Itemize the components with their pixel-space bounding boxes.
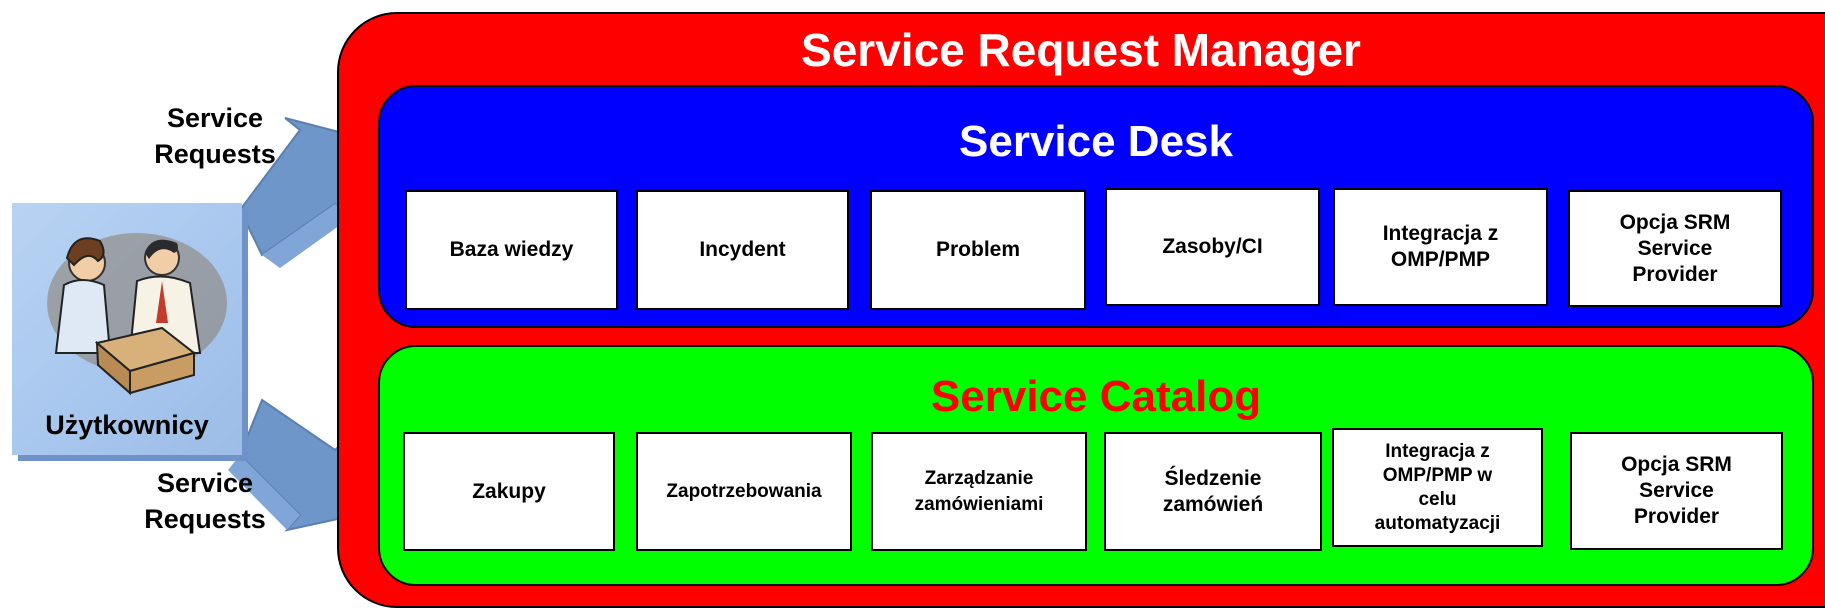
- service-desk-title: Service Desk: [959, 117, 1233, 166]
- service-desk-item[interactable]: Zasoby/CI: [1105, 188, 1320, 306]
- service-desk-item[interactable]: Opcja SRM Service Provider: [1568, 190, 1782, 307]
- service-requests-label-top: Service Requests: [154, 103, 276, 169]
- service-catalog-item[interactable]: Integracja z OMP/PMP w celu automatyzacj…: [1332, 428, 1543, 547]
- service-catalog-item[interactable]: Zarządzanie zamówieniami: [871, 432, 1087, 551]
- service-desk-item[interactable]: Problem: [870, 190, 1086, 310]
- service-catalog-item[interactable]: Zapotrzebowania: [636, 432, 852, 551]
- service-catalog-title: Service Catalog: [930, 372, 1262, 421]
- service-desk-item[interactable]: Baza wiedzy: [405, 190, 618, 310]
- service-requests-label-bottom: Service Requests: [144, 468, 266, 534]
- service-catalog-item[interactable]: Śledzenie zamówień: [1104, 432, 1322, 551]
- users-card: [12, 203, 242, 455]
- service-catalog-item[interactable]: Opcja SRM Service Provider: [1570, 432, 1783, 550]
- office-workers-clipart-icon: [47, 233, 227, 396]
- service-desk-item[interactable]: Incydent: [636, 190, 849, 310]
- service-request-manager-title: Service Request Manager: [801, 24, 1361, 76]
- service-desk-item[interactable]: Integracja z OMP/PMP: [1333, 188, 1548, 306]
- users-label: Użytkownicy: [45, 410, 209, 440]
- service-catalog-item[interactable]: Zakupy: [403, 432, 615, 551]
